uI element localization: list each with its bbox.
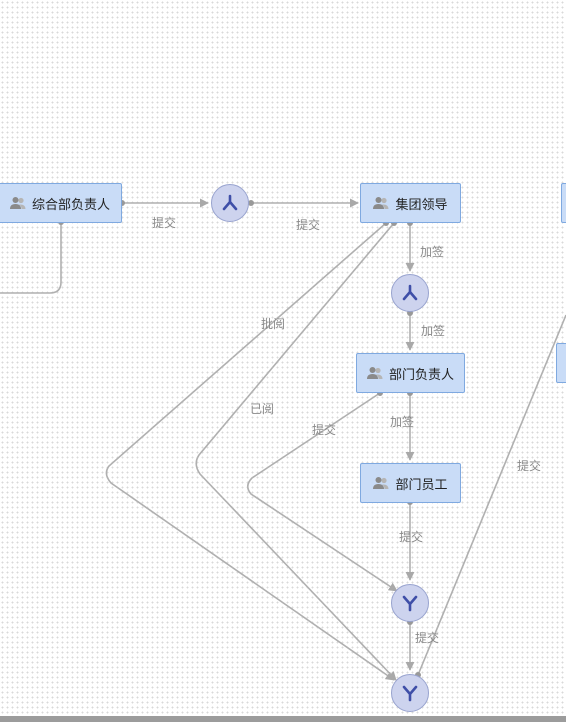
port-dot — [248, 200, 254, 206]
edge-label-submit: 提交 — [517, 459, 542, 473]
user-group-icon — [9, 197, 26, 209]
task-partial-right-mid[interactable] — [556, 343, 566, 383]
edge-read — [195, 222, 397, 681]
fork-split-icon — [402, 284, 418, 301]
gateway-split-mid[interactable] — [391, 274, 429, 312]
edge-label-submit: 提交 — [415, 631, 440, 645]
edge-bumen-submit — [246, 392, 398, 592]
task-partial-right-top[interactable] — [561, 183, 566, 223]
edge-right-submit — [417, 314, 566, 676]
merge-join-icon — [402, 595, 418, 612]
edge-label-add-sign: 加签 — [420, 245, 445, 259]
task-label: 部门员工 — [395, 477, 448, 493]
edge-approve — [105, 222, 395, 681]
edge-label-add-sign: 加签 — [421, 324, 446, 338]
user-group-icon — [373, 477, 389, 489]
gateway-join-mid[interactable] — [391, 584, 429, 622]
edge-label-approve: 批阅 — [261, 317, 286, 331]
edge-label-add-sign: 加签 — [390, 415, 415, 429]
edge-label-read: 已阅 — [250, 402, 275, 416]
edge-zonghebu-down-left — [0, 222, 62, 294]
edge-label-submit: 提交 — [312, 423, 337, 437]
task-bumen-fuzeren[interactable]: 部门负责人 — [356, 353, 465, 393]
task-label: 综合部负责人 — [31, 197, 110, 213]
user-group-icon — [373, 197, 389, 209]
edge-label-submit: 提交 — [399, 530, 424, 544]
gateway-split-top[interactable] — [211, 184, 249, 222]
merge-join-icon — [402, 685, 418, 702]
task-label: 部门负责人 — [388, 367, 454, 383]
edge-label-submit: 提交 — [296, 218, 321, 232]
task-zonghebu[interactable]: 综合部负责人 — [0, 183, 122, 223]
gateway-join-bottom[interactable] — [391, 674, 429, 712]
edge-label-submit: 提交 — [152, 216, 177, 230]
task-bumen-yuangong[interactable]: 部门员工 — [360, 463, 461, 503]
task-jituan[interactable]: 集团领导 — [360, 183, 461, 223]
user-group-icon — [366, 367, 383, 379]
bottom-scrollbar[interactable] — [0, 716, 566, 722]
task-label: 集团领导 — [395, 197, 448, 213]
fork-split-icon — [222, 194, 238, 211]
